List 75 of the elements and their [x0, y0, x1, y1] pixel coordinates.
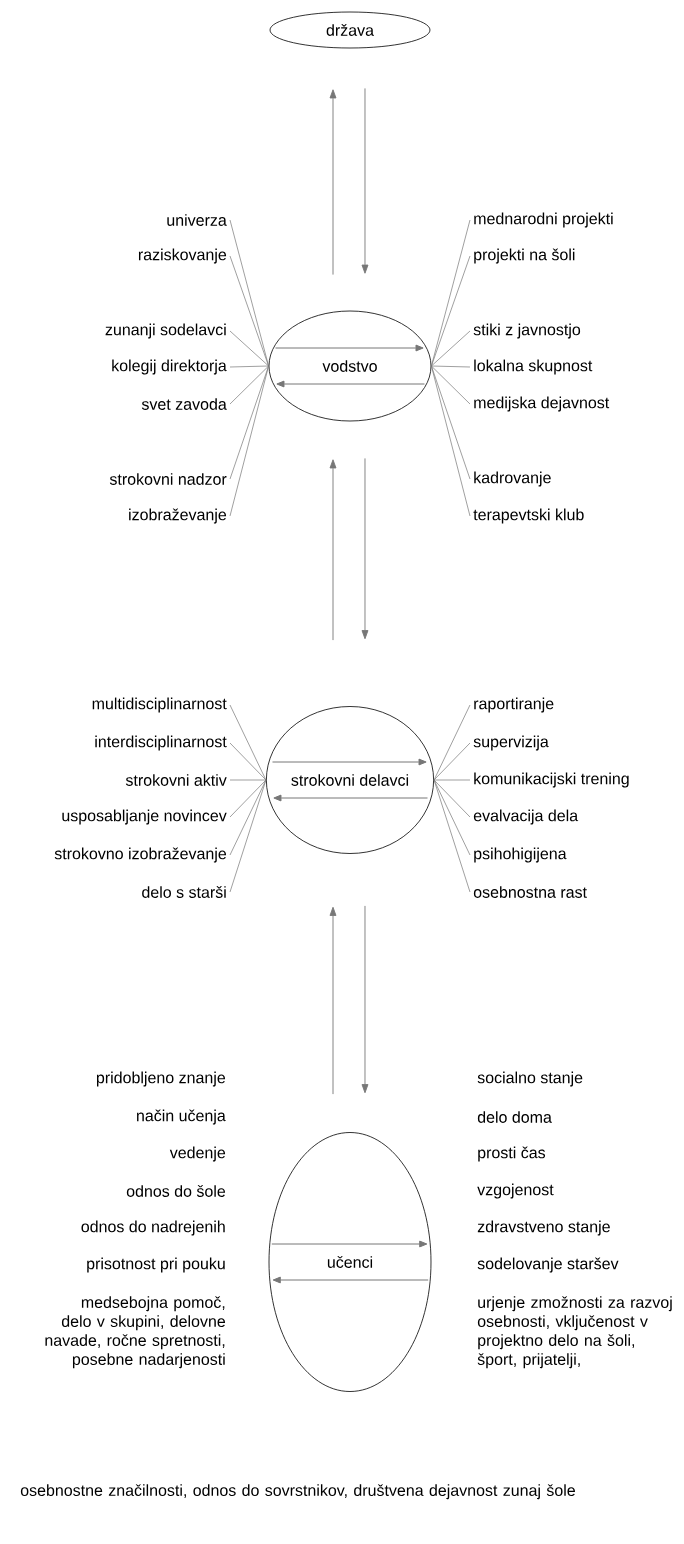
ellipse-node: vodstvo [268, 310, 432, 422]
arrow [361, 87, 369, 274]
item-label: izobraževanje [129, 508, 227, 524]
leader-line [229, 219, 269, 367]
item-label: zunanji sodelavci [105, 323, 226, 339]
leader-line [433, 779, 471, 781]
text-label: osebnostne značilnosti, odnos do sovrstnikov, društvena dejavnost zunaj šole [20, 1484, 575, 1500]
leader-line [431, 219, 471, 367]
leader-line [431, 365, 471, 405]
leader-line [229, 365, 269, 480]
item-label: stiki z javnostjo [473, 323, 581, 339]
item-label: supervizija [473, 735, 549, 751]
arrow [329, 906, 337, 1095]
item-label: lokalna skupnost [474, 359, 593, 375]
item-label: komunikacijski trening [474, 772, 629, 788]
text-label: urjenje zmožnosti za razvoj osebnosti, vključenost v projektno delo na šoli, šport, prijatelji, [477, 1296, 672, 1369]
text-label: pridobljeno znanje [96, 1071, 226, 1087]
arrow [329, 89, 337, 276]
text-label: prisotnost pri pouku [87, 1257, 225, 1273]
text-label: socialno stanje [477, 1071, 583, 1087]
text-label: medsebojna pomoč, delo v skupini, delovne navade, ročne spretnosti, posebne nadarjenosti [45, 1296, 226, 1369]
item-label: mednarodni projekti [474, 212, 613, 228]
item-label: multidisciplinarnost [92, 697, 227, 713]
text-label: odnos do šole [126, 1185, 226, 1197]
item-label: svet zavoda [141, 398, 227, 410]
text-label: vedenje [169, 1146, 226, 1162]
leader-line [229, 779, 267, 781]
item-label: usposabljanje novincev [62, 809, 227, 825]
text-label: sodelovanje staršev [477, 1257, 619, 1273]
text-label: odnos do nadrejenih [81, 1220, 225, 1236]
leader-line [433, 704, 471, 781]
leader-line [229, 365, 269, 517]
item-label: psihohigijena [474, 847, 567, 863]
leader-line [229, 365, 269, 405]
item-label: univerza [167, 214, 227, 226]
leader-line [431, 365, 471, 368]
text-label: način učenja [137, 1109, 226, 1125]
leader-line [433, 779, 471, 818]
item-label: kadrovanje [474, 471, 551, 487]
leader-line [229, 779, 267, 818]
leader-line [431, 365, 471, 517]
item-label: strokovno izobraževanje [54, 847, 227, 863]
text-label: vzgojenost [477, 1183, 554, 1199]
item-label: osebnostna rast [473, 886, 587, 898]
leader-line [433, 742, 471, 781]
text-label: zdravstveno stanje [477, 1220, 610, 1236]
ellipse-node: učenci [268, 1132, 432, 1392]
arrow [361, 457, 369, 640]
item-label: projekti na šoli [474, 248, 575, 264]
item-label: strokovni nadzor [109, 473, 227, 485]
leader-line [431, 255, 471, 367]
leader-line [431, 330, 471, 367]
arrow [329, 459, 337, 641]
leader-line [229, 742, 267, 781]
ellipse-node: država [269, 11, 431, 49]
leader-line [431, 365, 471, 480]
leader-line [229, 779, 267, 893]
item-label: evalvacija dela [473, 809, 579, 825]
item-label: kolegij direktorja [112, 359, 227, 375]
item-label: raziskovanje [138, 248, 227, 264]
leader-line [229, 365, 269, 368]
ellipse-node: strokovni delavci [265, 706, 435, 854]
leader-line [433, 779, 471, 893]
arrow [361, 905, 369, 1094]
leader-line [229, 704, 267, 781]
item-label: strokovni aktiv [125, 774, 227, 786]
item-label: raportiranje [474, 697, 554, 713]
leader-line [229, 330, 269, 367]
text-label: delo doma [477, 1111, 552, 1123]
text-label: prosti čas [478, 1146, 546, 1162]
item-label: delo s starši [142, 886, 226, 898]
item-label: terapevtski klub [473, 508, 584, 524]
leader-line [229, 255, 269, 367]
item-label: interdisciplinarnost [95, 735, 227, 751]
item-label: medijska dejavnost [474, 396, 610, 412]
